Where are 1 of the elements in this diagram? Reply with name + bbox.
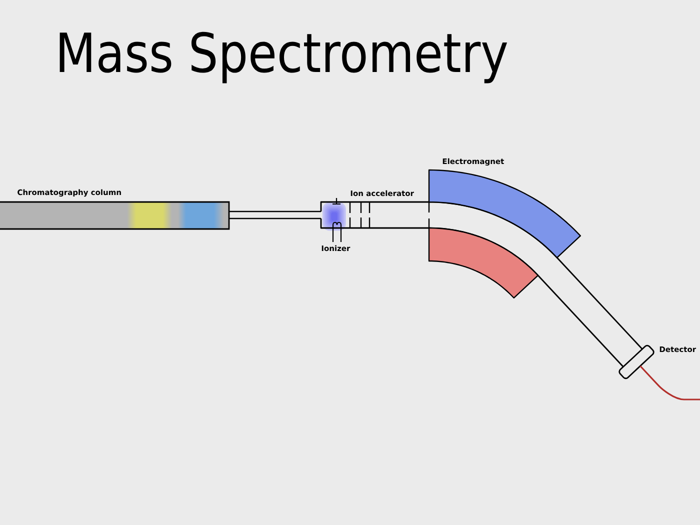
title: Mass Spectrometry (60, 32, 508, 84)
